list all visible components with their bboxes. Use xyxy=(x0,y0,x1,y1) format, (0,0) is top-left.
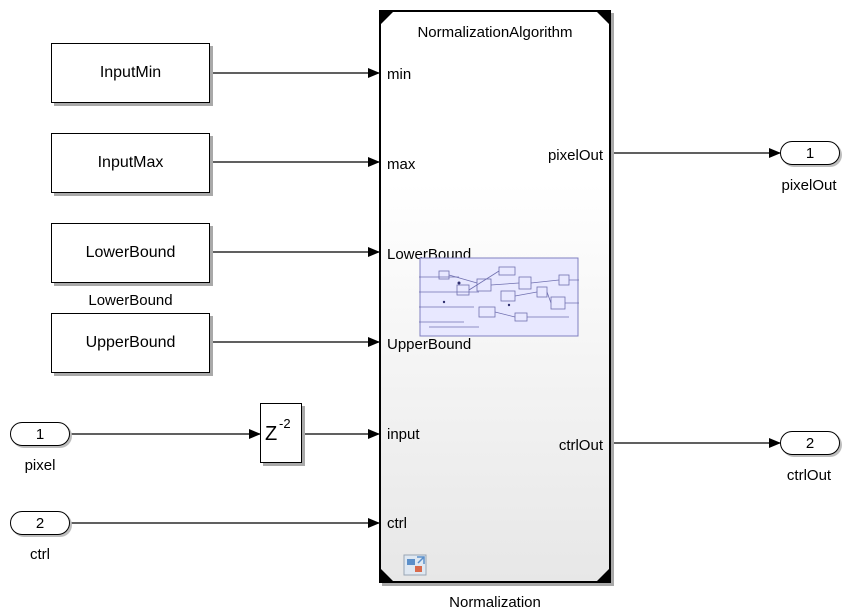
port-name-ctrl: ctrl xyxy=(30,546,50,563)
subsystem-corner-marks xyxy=(381,12,609,581)
model-preview-thumbnail xyxy=(419,257,579,337)
constant-block-inputmin[interactable]: InputMin xyxy=(51,43,210,103)
subsystem-output-port-ctrlout: ctrlOut xyxy=(558,437,603,454)
block-caption-lowerbound: LowerBound xyxy=(88,292,173,309)
subsystem-input-port-max: max xyxy=(387,156,416,173)
subsystem-caption: Normalization xyxy=(449,594,541,611)
outport-ctrlout[interactable]: 2 xyxy=(780,431,840,455)
port-number: 2 xyxy=(805,434,815,452)
delay-exponent: -2 xyxy=(279,416,291,431)
outport-pixelout[interactable]: 1 xyxy=(780,141,840,165)
port-number: 1 xyxy=(35,425,45,443)
subsystem-input-port-upperbound: UpperBound xyxy=(387,336,472,353)
port-name-pixel: pixel xyxy=(24,457,56,474)
constant-block-label: UpperBound xyxy=(85,334,176,351)
delay-block[interactable]: Z -2 xyxy=(260,403,302,463)
constant-block-label: InputMax xyxy=(97,154,164,171)
subsystem-block-normalization[interactable]: NormalizationAlgorithm min max LowerBoun… xyxy=(379,10,611,583)
subsystem-input-port-ctrl: ctrl xyxy=(387,515,407,532)
delay-base: Z xyxy=(265,423,278,445)
constant-block-upperbound[interactable]: UpperBound xyxy=(51,313,210,373)
open-subsystem-icon[interactable] xyxy=(403,554,427,576)
subsystem-title: NormalizationAlgorithm xyxy=(417,24,573,41)
subsystem-input-port-min: min xyxy=(387,66,412,83)
constant-block-inputmax[interactable]: InputMax xyxy=(51,133,210,193)
constant-block-lowerbound[interactable]: LowerBound xyxy=(51,223,210,283)
constant-block-label: InputMin xyxy=(99,64,162,81)
port-number: 1 xyxy=(805,144,815,162)
port-number: 2 xyxy=(35,514,45,532)
inport-pixel[interactable]: 1 xyxy=(10,422,70,446)
subsystem-input-port-input: input xyxy=(387,426,420,443)
port-name-pixelout: pixelOut xyxy=(781,177,837,194)
port-name-ctrlout: ctrlOut xyxy=(786,467,832,484)
constant-block-label: LowerBound xyxy=(85,244,176,261)
inport-ctrl[interactable]: 2 xyxy=(10,511,70,535)
subsystem-output-port-pixelout: pixelOut xyxy=(547,147,603,164)
